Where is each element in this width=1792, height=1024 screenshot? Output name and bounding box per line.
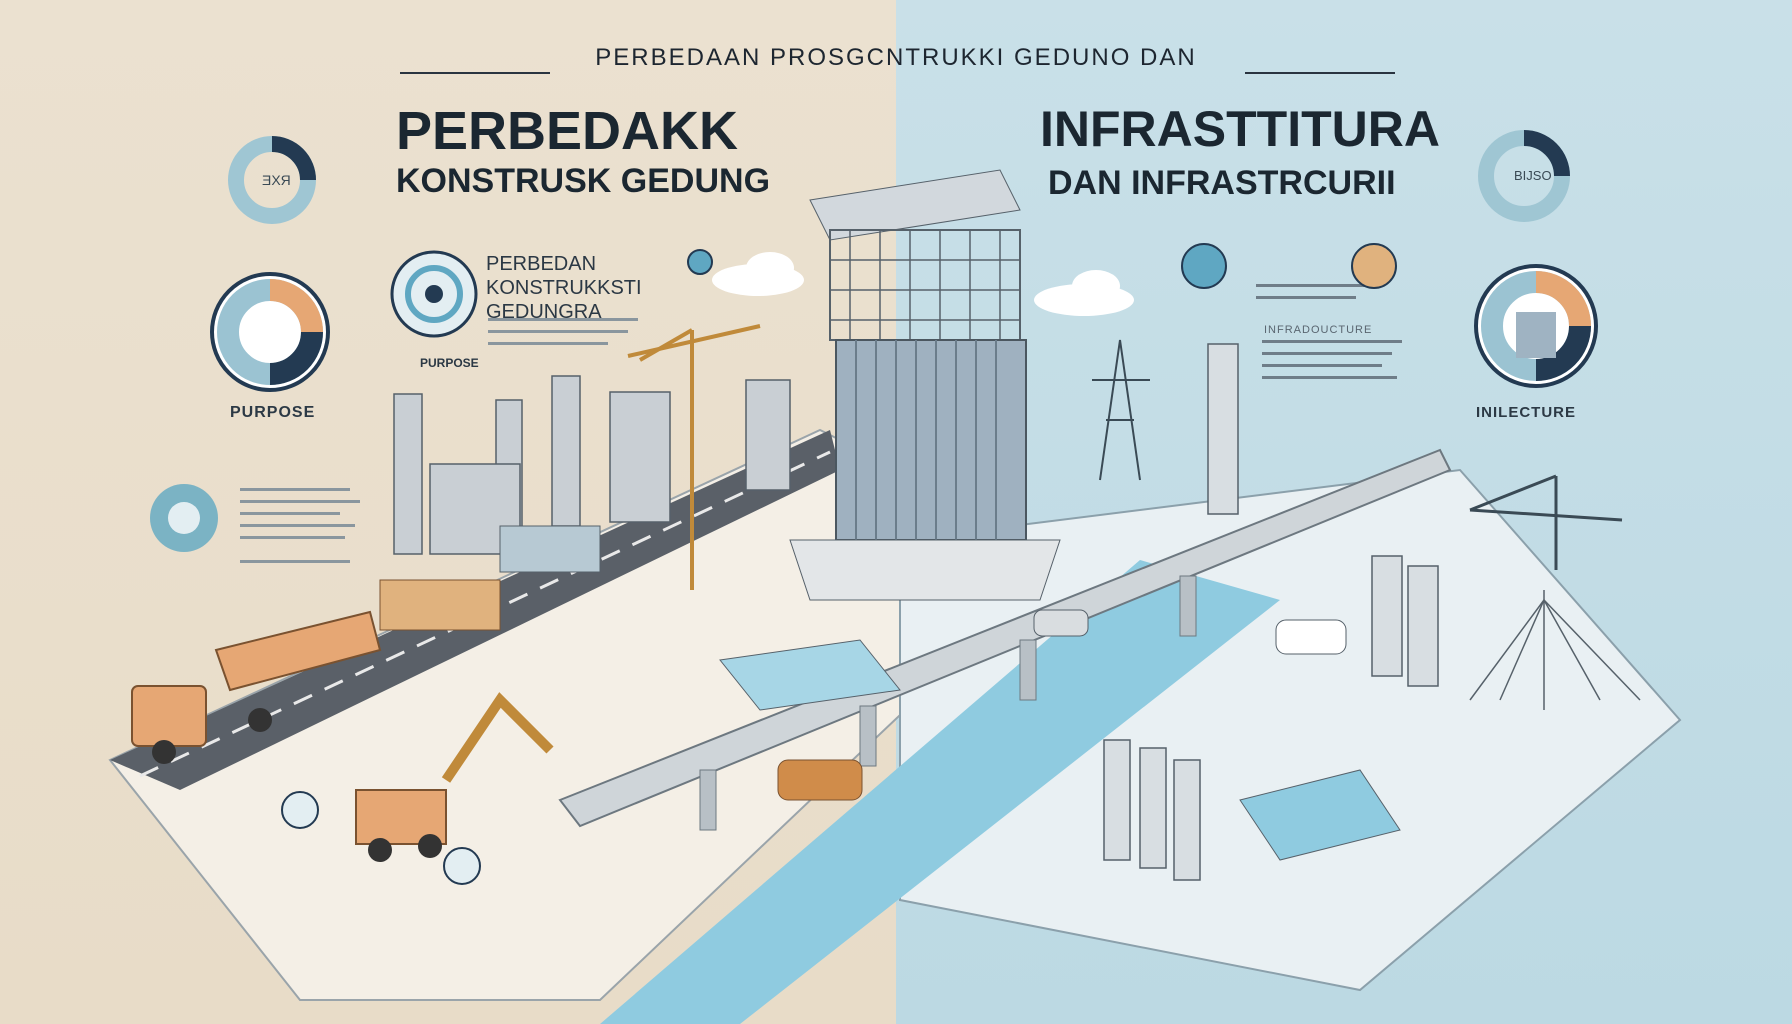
right-small-donut-icon <box>1478 130 1570 222</box>
right-large-donut-icon <box>1474 264 1598 388</box>
left-text-lines <box>240 318 638 563</box>
right-block-title: INFRADOUCTURE <box>1264 324 1373 336</box>
right-text-lines <box>1256 284 1402 379</box>
left-donut-label: PURPOSE <box>230 404 316 421</box>
left-title-line1: PERBEDAKK <box>396 101 739 161</box>
right-towers <box>1103 343 1439 881</box>
info-icons <box>281 243 1397 885</box>
elevated-bridge <box>558 448 1452 828</box>
cable-bridge <box>1469 590 1641 710</box>
title-rule-left <box>400 72 550 74</box>
train-cars <box>379 525 601 631</box>
tower-crane-right <box>1469 474 1623 570</box>
excavator <box>355 692 554 862</box>
top-title: PERBEDAAN PROSGCNTRUKKI GEDUNO DAN <box>595 44 1197 71</box>
left-title-line2: KONSTRUSK GEDUNG <box>396 162 771 200</box>
right-small-donut-text: BIJSO <box>1514 168 1552 183</box>
right-pool <box>1239 769 1401 861</box>
right-donut-label: INILECTURE <box>1476 404 1576 421</box>
left-small-donut-icon <box>228 136 316 224</box>
main-skyscraper <box>789 169 1061 601</box>
dump-truck <box>131 610 382 764</box>
title-rule-right <box>1245 72 1395 74</box>
left-target-icon <box>390 250 478 338</box>
right-title-line1: INFRASTTITURA <box>1040 101 1440 157</box>
left-pool <box>719 639 901 711</box>
right-title-line2: DAN INFRASTRCURII <box>1048 164 1396 202</box>
left-block-tag: PURPOSE <box>420 356 479 370</box>
left-city-buildings <box>393 375 791 555</box>
left-block-title: PERBEDAN KONSTRUKKSTI GEDUNGRA <box>486 253 642 323</box>
left-small-donut-text: ƎХЯ <box>262 172 291 188</box>
left-large-donut-icon <box>210 272 330 392</box>
tower-crane-left <box>627 324 761 590</box>
river <box>600 560 1280 1024</box>
cars <box>777 609 1347 801</box>
transmission-tower <box>1092 339 1150 481</box>
clouds <box>712 252 1134 316</box>
